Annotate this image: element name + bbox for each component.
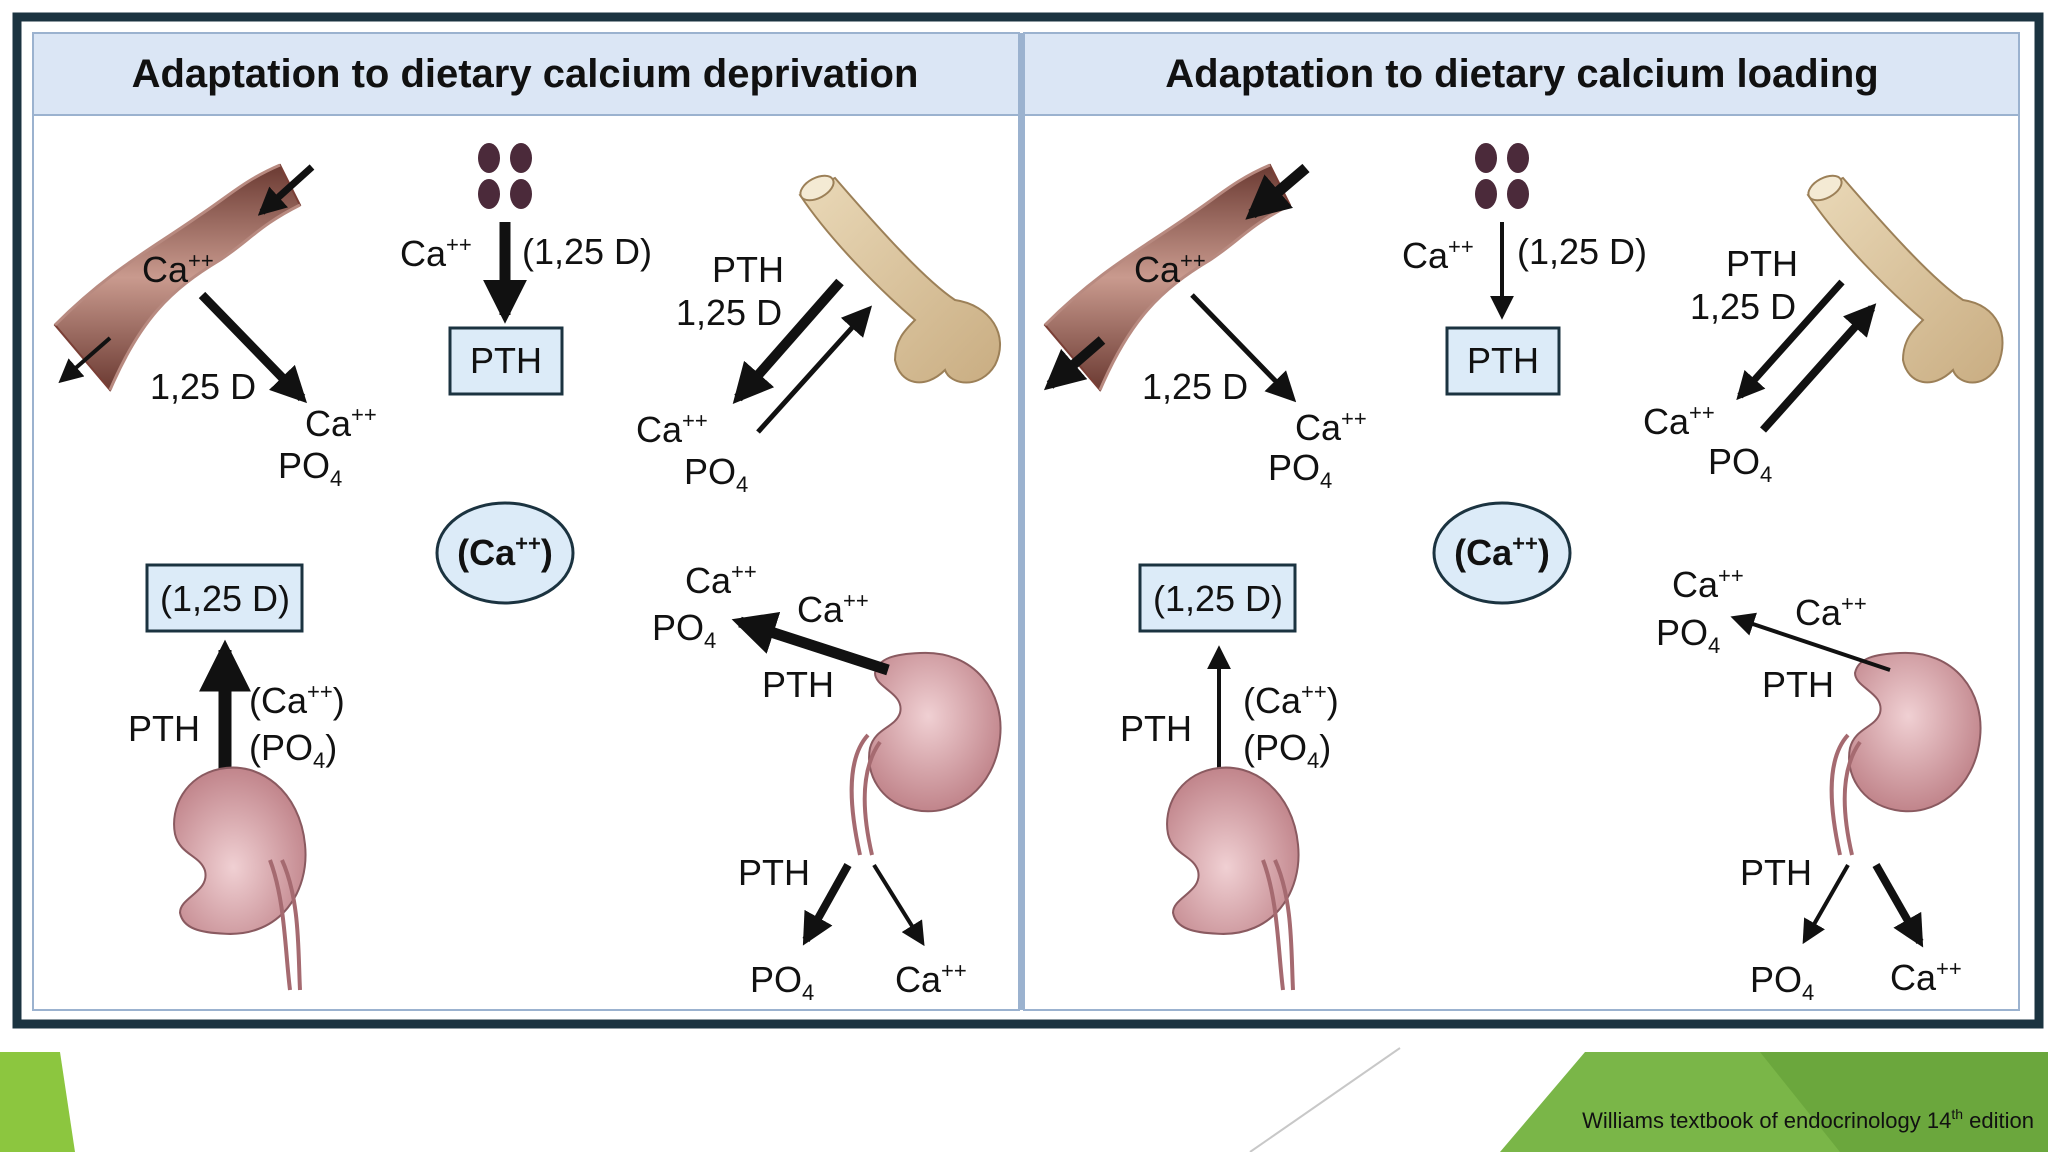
gut-product-ca: Ca++: [305, 402, 377, 444]
bone-deposition-arrow: [1760, 303, 1877, 433]
kidney-right-illustration: [849, 651, 1002, 856]
kidney-ca-label: (Ca++): [1243, 679, 1339, 721]
kidney-po4-label: (PO4): [1243, 727, 1331, 773]
bone-resorption-arrow: [732, 278, 844, 405]
bone-illustration: [1806, 174, 2004, 384]
tubule-pth-label: PTH: [1762, 664, 1834, 705]
gut-exit-arrow: [1043, 336, 1106, 391]
kidney-po4-label: (PO4): [249, 727, 337, 773]
citation-text: Williams textbook of endocrinology 14th …: [1582, 1106, 2034, 1133]
tubule-po4-label: PO4: [1656, 612, 1720, 658]
header-left-bg: [32, 32, 1020, 116]
urine-ca-label: Ca++: [895, 958, 967, 1000]
pth-box-label: PTH: [470, 340, 542, 381]
kidney-right-illustration: [1829, 651, 1982, 856]
tubule-ca-label: Ca++: [1672, 563, 1744, 605]
serum-calcium-label: (Ca++): [457, 531, 553, 573]
gut-arrow-label: 1,25 D: [1142, 366, 1248, 407]
urine-po4-label: PO4: [1750, 959, 1814, 1005]
bone-label-vitd: 1,25 D: [1690, 286, 1796, 327]
serum-calcium-label: (Ca++): [1454, 531, 1550, 573]
bone-label-pth: PTH: [712, 249, 784, 290]
tubule-reabsorption-arrow: [1730, 612, 1891, 672]
panel-loading: Adaptation to dietary calcium loading Ca…: [1043, 52, 2004, 1005]
gut-ion-label: Ca++: [142, 248, 214, 290]
diet-hormone-label: (1,25 D): [1517, 231, 1647, 272]
kidney-pth-label: PTH: [128, 708, 200, 749]
vitd-box-label: (1,25 D): [160, 578, 290, 619]
vitd-box: [145, 563, 304, 633]
tubule-pth-label: PTH: [762, 664, 834, 705]
urine-pth-label: PTH: [738, 852, 810, 893]
kidney-pth-label: PTH: [1120, 708, 1192, 749]
gut-product-po4: PO4: [278, 445, 342, 491]
gut-arrow-label: 1,25 D: [150, 366, 256, 407]
gut-exit-arrow: [58, 336, 112, 384]
kidney-lower-illustration: [1166, 766, 1300, 991]
intestine-illustration: [53, 163, 302, 392]
gut-entry-arrow: [1245, 163, 1310, 220]
gut-product-ca: Ca++: [1295, 406, 1367, 448]
bone-resorption-arrow: [1736, 279, 1845, 401]
urine-po4-label: PO4: [750, 959, 814, 1005]
pth-box: [1445, 326, 1561, 396]
gut-absorption-arrow: [1190, 293, 1297, 403]
dietary-calcium-dots: [478, 143, 532, 209]
bone-po4-label: PO4: [1708, 441, 1772, 487]
gut-absorption-arrow: [198, 291, 308, 404]
diet-ion-label: Ca++: [400, 232, 472, 274]
bone-label-pth: PTH: [1726, 243, 1798, 284]
panel-title: Adaptation to dietary calcium deprivatio…: [132, 52, 919, 96]
urine-po4-arrow: [1802, 864, 1850, 945]
pth-box: [448, 326, 564, 396]
urine-ca-arrow: [872, 863, 925, 947]
bone-ion-label: Ca++: [636, 408, 708, 450]
panel-title: Adaptation to dietary calcium loading: [1165, 52, 1878, 96]
urine-pth-label: PTH: [1740, 852, 1812, 893]
vitd-box: [1138, 563, 1297, 633]
urine-po4-arrow: [802, 863, 852, 946]
tubule-reabsorption-arrow: [731, 611, 890, 676]
header-right-bg: [1023, 32, 2020, 116]
pth-box-label: PTH: [1467, 340, 1539, 381]
gut-entry-arrow: [257, 164, 315, 216]
bone-deposition-arrow: [756, 305, 873, 434]
bone-label-vitd: 1,25 D: [676, 292, 782, 333]
gut-product-po4: PO4: [1268, 447, 1332, 493]
dietary-calcium-dots: [1475, 143, 1529, 209]
urine-ca-label: Ca++: [1890, 956, 1962, 998]
gut-ion-label: Ca++: [1134, 248, 1206, 290]
urine-ca-arrow: [1872, 863, 1924, 948]
serum-calcium-ellipse: [1432, 501, 1572, 605]
tubule-po4-label: PO4: [652, 607, 716, 653]
bone-ion-label: Ca++: [1643, 400, 1715, 442]
tubule-ca2-label: Ca++: [797, 588, 869, 630]
footer-decoration: [0, 1047, 2048, 1152]
diet-ion-label: Ca++: [1402, 234, 1474, 276]
tubule-ca2-label: Ca++: [1795, 591, 1867, 633]
serum-calcium-ellipse: [435, 501, 575, 605]
tubule-ca-label: Ca++: [685, 559, 757, 601]
panel-deprivation: Adaptation to dietary calcium deprivatio…: [53, 52, 1002, 1005]
bone-po4-label: PO4: [684, 451, 748, 497]
diet-hormone-label: (1,25 D): [522, 231, 652, 272]
kidney-ca-label: (Ca++): [249, 679, 345, 721]
bone-illustration: [798, 174, 1001, 384]
vitd-box-label: (1,25 D): [1153, 578, 1283, 619]
kidney-lower-illustration: [173, 766, 307, 991]
